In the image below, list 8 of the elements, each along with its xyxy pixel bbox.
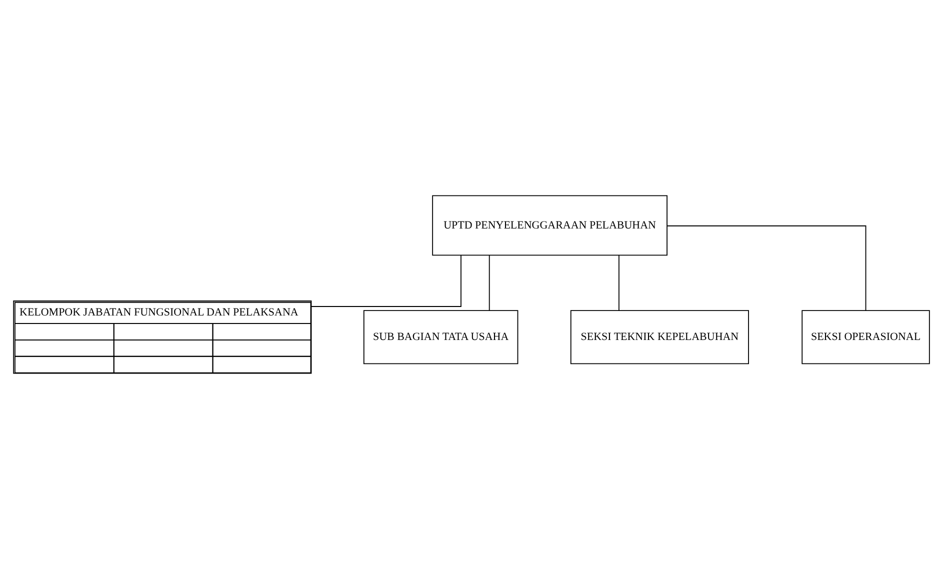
node-box: SUB BAGIAN TATA USAHA <box>363 310 518 364</box>
connector <box>310 254 462 306</box>
node-box: UPTD PENYELENGGARAAN PELABUHAN <box>432 194 668 256</box>
connector <box>488 254 490 311</box>
connector <box>667 224 866 310</box>
node-box: SEKSI TEKNIK KEPELABUHAN <box>570 310 749 364</box>
node-box: SEKSI OPERASIONAL <box>802 310 930 364</box>
connector <box>618 254 620 311</box>
